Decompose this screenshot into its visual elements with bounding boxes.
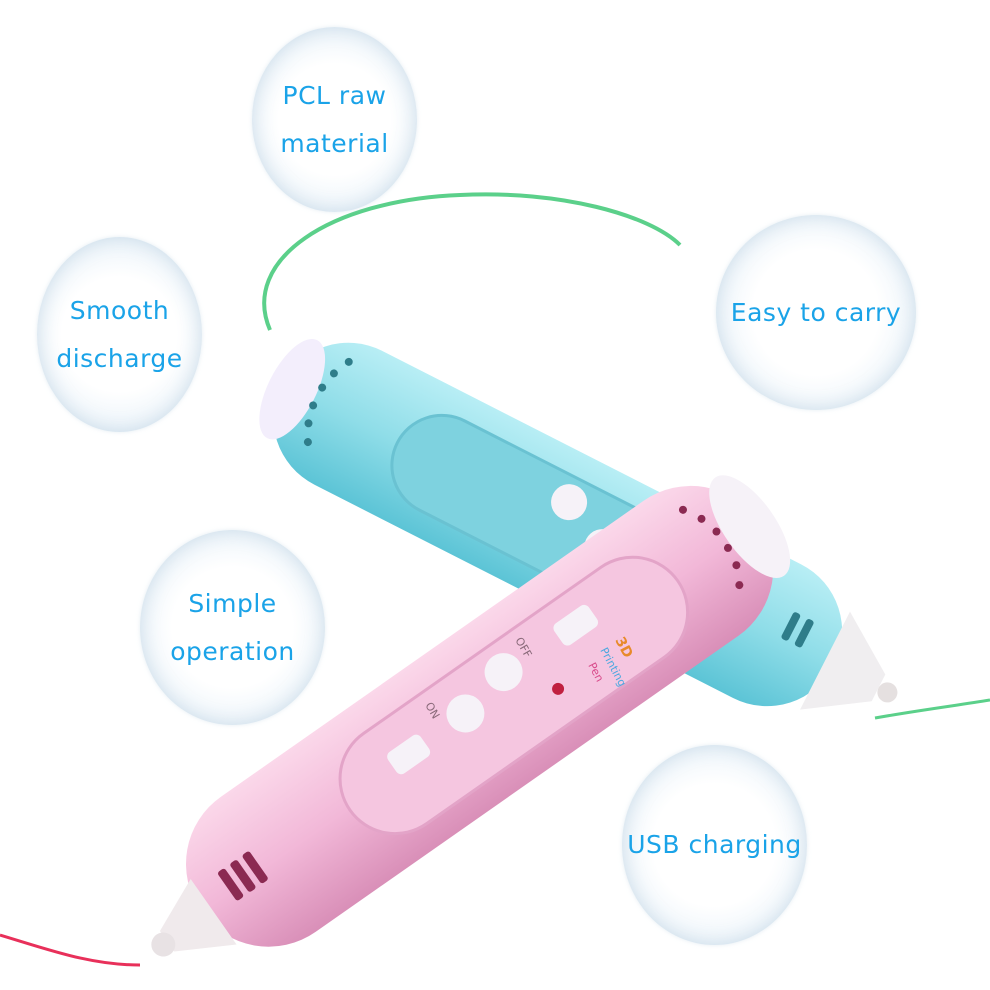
feature-text: USB charging xyxy=(627,830,802,860)
pink-pen xyxy=(151,475,791,957)
feature-text: Easy to carry xyxy=(730,297,902,327)
feature-text: material xyxy=(280,128,389,158)
feature-bubble-simple: Simple operation xyxy=(140,530,325,725)
feature-text: Smooth xyxy=(69,296,170,325)
red-filament xyxy=(0,933,141,967)
feature-text: Simple xyxy=(188,589,277,618)
feature-bubble-smooth: Smooth discharge xyxy=(37,237,202,432)
feature-bubble-usb: USB charging xyxy=(622,745,807,945)
feature-text: operation xyxy=(170,636,295,666)
feature-text: discharge xyxy=(56,343,183,373)
feature-text: PCL raw xyxy=(282,81,387,110)
green-filament xyxy=(262,192,682,331)
green-filament-tail xyxy=(874,698,990,720)
feature-bubble-pcl: PCL raw material xyxy=(252,27,417,212)
feature-bubble-carry: Easy to carry xyxy=(716,215,916,410)
